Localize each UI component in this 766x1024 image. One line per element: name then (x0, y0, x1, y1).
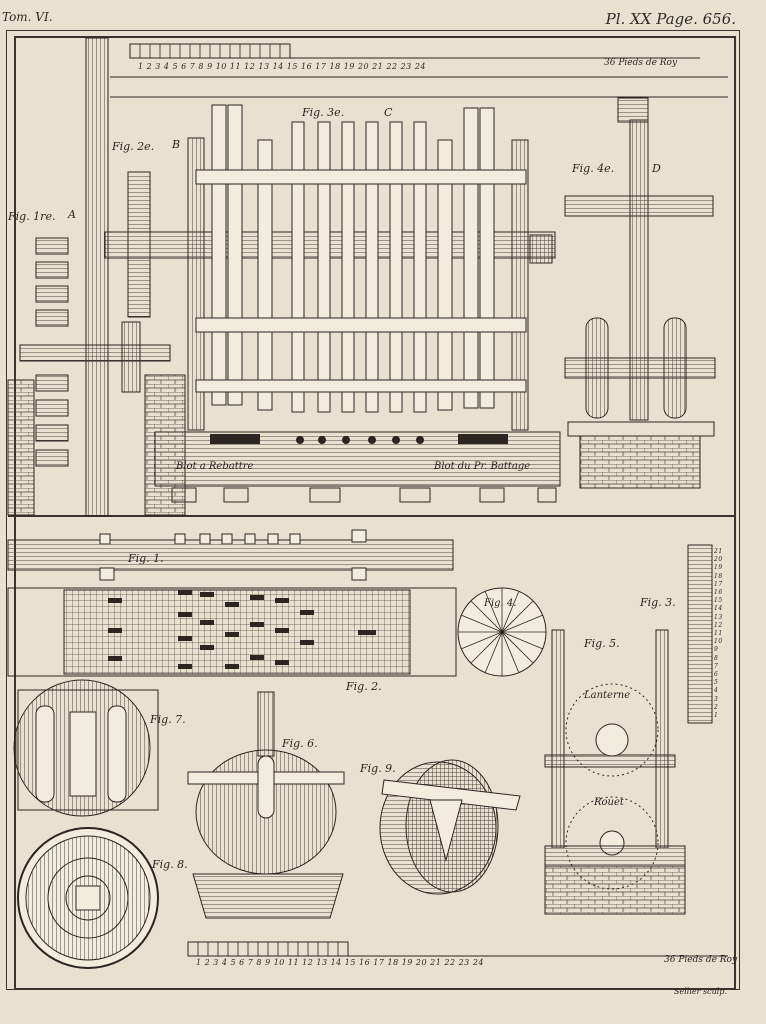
upper-fig3-letter: C (384, 106, 393, 119)
lower-fig5-caption: Fig. 5. (584, 637, 620, 650)
lower-fig6-drawing (187, 691, 345, 919)
lower-fig5-drawing (544, 629, 686, 915)
plate-divider (8, 515, 734, 517)
lower-fig8-caption: Fig. 8. (152, 858, 188, 871)
blot-rebattre-label: Blot a Rebattre (176, 461, 254, 472)
lower-fig4-caption: Fig. 4. (484, 598, 517, 609)
upper-fig4-caption: Fig. 4e. (572, 162, 615, 175)
lanterne-label: Lanterne (584, 690, 631, 701)
upper-fig1-letter: A (68, 208, 76, 221)
lower-fig9-drawing (379, 759, 521, 895)
lower-fig3-scale-numbers: 21 20 19 18 17 16 15 14 13 12 11 10 9 8 … (714, 548, 723, 720)
upper-fig3-drawing (154, 104, 561, 503)
lower-fig6-caption: Fig. 6. (282, 737, 318, 750)
lower-fig1-caption: Fig. 1. (128, 552, 164, 565)
lower-fig4-drawing (457, 587, 547, 677)
lower-fig3-drawing (687, 544, 713, 724)
lower-fig1-drawing (7, 529, 454, 581)
blot-premier-battage-label: Blot du Pr. Battage (434, 461, 531, 472)
upper-fig1-caption: Fig. 1re. (8, 210, 56, 223)
lower-fig2-drawing (7, 587, 457, 677)
lower-fig3-caption: Fig. 3. (640, 596, 676, 609)
lower-fig7-drawing (13, 679, 159, 817)
upper-fig2-caption: Fig. 2e. (112, 140, 155, 153)
upper-fig4-drawing (564, 97, 716, 489)
top-scale-bar (110, 43, 728, 98)
plate-header: Pl. XX Page. 656. (605, 10, 736, 28)
top-scale-numbers: 1 2 3 4 5 6 7 8 9 10 11 12 13 14 15 16 1… (138, 62, 426, 71)
upper-fig2-letter: B (172, 138, 181, 151)
lower-fig8-drawing (17, 827, 159, 969)
volume-header: Tom. VI. (2, 10, 53, 24)
bottom-scale-bar (187, 941, 728, 957)
upper-fig4-letter: D (652, 162, 661, 175)
lower-fig2-caption: Fig. 2. (346, 680, 382, 693)
lower-fig9-caption: Fig. 9. (360, 762, 396, 775)
upper-fig1-drawing (7, 37, 186, 517)
bottom-scale-unit: 36 Pieds de Roy (664, 955, 738, 965)
bottom-scale-numbers: 1 2 3 4 5 6 7 8 9 10 11 12 13 14 15 16 1… (196, 958, 484, 967)
engraver-signature: Sellier sculp. (674, 987, 727, 996)
top-scale-unit: 36 Pieds de Roy (604, 58, 678, 68)
lower-fig7-caption: Fig. 7. (150, 713, 186, 726)
rouet-label: Rouet (594, 797, 624, 808)
upper-fig3-caption: Fig. 3e. (302, 106, 345, 119)
